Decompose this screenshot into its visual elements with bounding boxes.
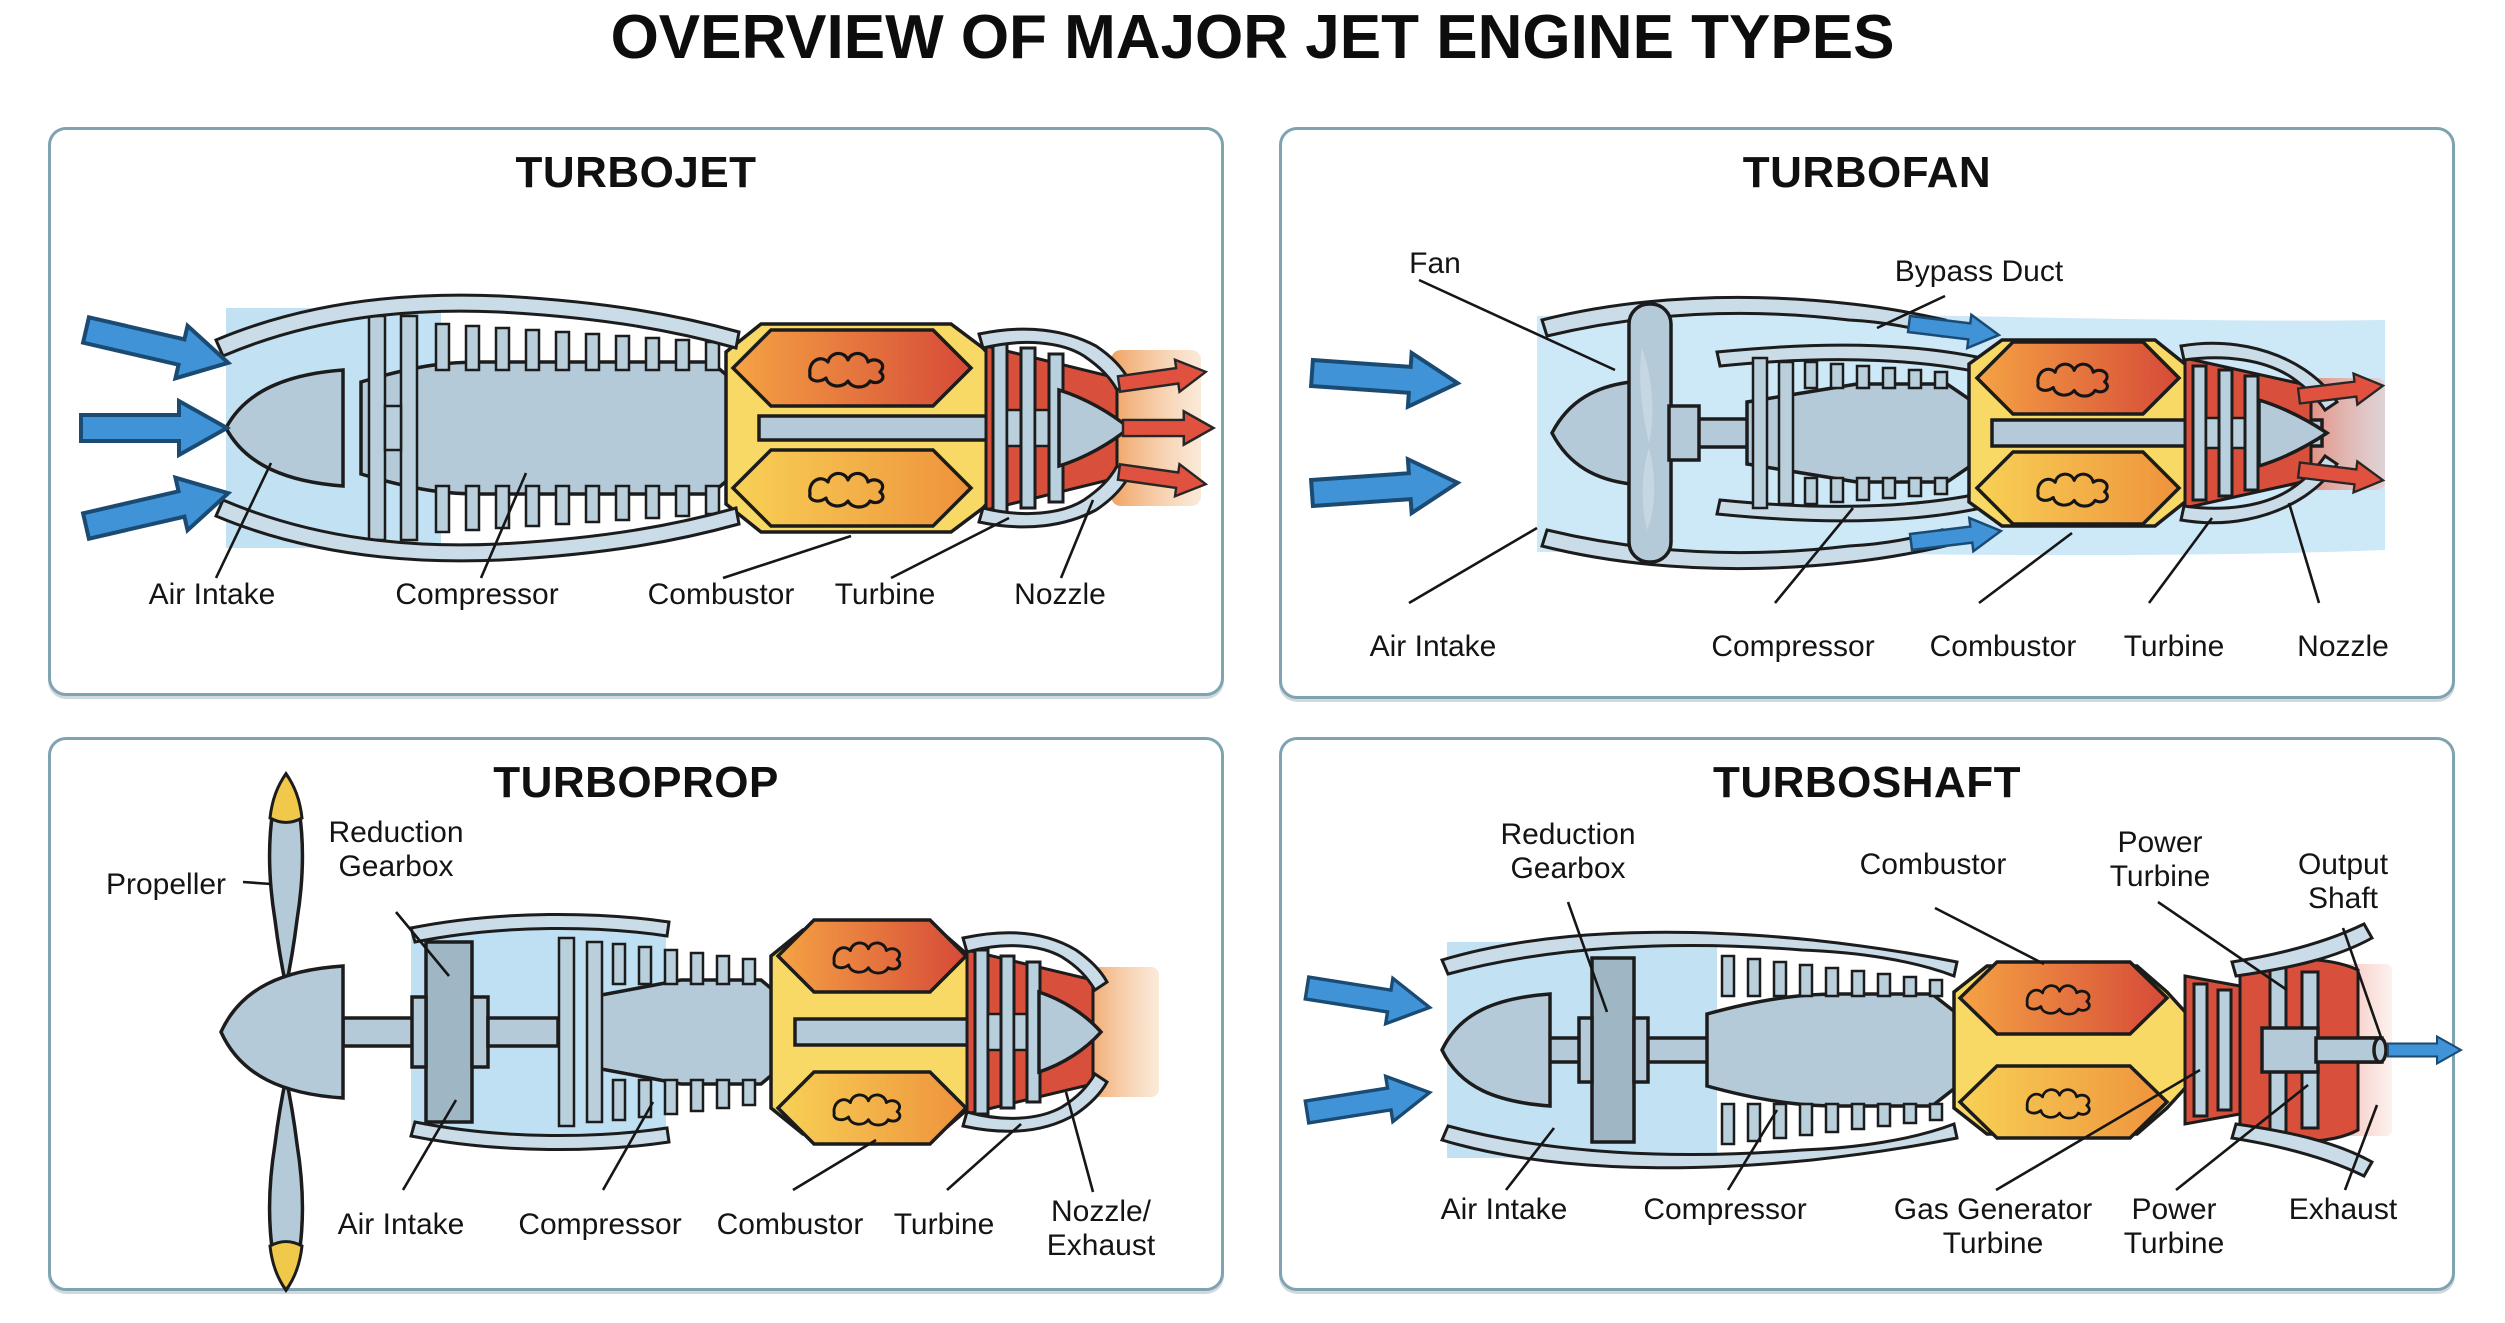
nozzle-section [961, 931, 1109, 1133]
turboprop-panel: TURBOPROP [48, 737, 1224, 1294]
flame-icon [2025, 1088, 2091, 1120]
turboshaft-label-exhaust: Exhaust [2288, 1193, 2398, 1226]
turbine-section [984, 340, 1119, 516]
flame-icon [2025, 984, 2091, 1016]
turbine-section [965, 948, 1095, 1116]
turboshaft-diagram [1301, 900, 2462, 1192]
flame-icon [808, 471, 885, 509]
leader-lines [1504, 900, 2384, 1192]
turbofan-title: TURBOFAN [1742, 148, 1992, 197]
compressor-section [557, 936, 799, 1128]
airflow-arrows [77, 301, 237, 555]
intake-arrow-icon [77, 464, 237, 555]
turboshaft-label-power-turbine-bottom: Power Turbine [2123, 1193, 2225, 1261]
spinner-cone [224, 368, 345, 488]
turbofan-label-air-intake: Air Intake [1369, 630, 1497, 663]
turboshaft-label-reduction-gearbox: Reduction Gearbox [1500, 818, 1636, 886]
turbofan-panel: TURBOFAN [1279, 127, 2455, 699]
exhaust-plume [2289, 378, 2385, 490]
leader-lines [1408, 278, 2321, 605]
turbofan-diagram [1308, 278, 2387, 605]
nozzle-section [2179, 341, 2340, 525]
turbojet-label-turbine: Turbine [834, 578, 936, 611]
compressor-section [1705, 954, 1980, 1146]
turbojet-label-combustor: Combustor [647, 578, 795, 611]
exhaust-arrows [1115, 354, 1215, 502]
turbojet-title: TURBOJET [515, 148, 757, 197]
fan-section [1627, 302, 1701, 564]
intake-arrow-icon [1308, 453, 1462, 522]
turboprop-label-compressor: Compressor [518, 1208, 682, 1241]
exhaust-cowl [2230, 922, 2375, 1178]
flame-icon [808, 351, 885, 389]
turboprop-diagram [219, 770, 1159, 1294]
turboshaft-title: TURBOSHAFT [1712, 758, 2022, 807]
turboshaft-label-power-turbine-top: Power Turbine [2109, 826, 2211, 894]
intake-arrow-icon [79, 399, 229, 457]
flame-icon [832, 941, 902, 975]
turbofan-label-fan: Fan [1409, 247, 1461, 280]
turboshaft-label-gas-generator-turbine: Gas Generator Turbine [1893, 1193, 2093, 1261]
turboshaft-label-air-intake: Air Intake [1440, 1193, 1568, 1226]
intake-arrow-icon [1308, 344, 1462, 413]
airflow-arrows [1301, 963, 1435, 1137]
turboshaft-label-output-shaft: Output Shaft [2297, 848, 2389, 916]
turbofan-label-turbine: Turbine [2123, 630, 2225, 663]
flame-icon [2036, 362, 2109, 398]
turboprop-label-nozzle-exhaust: Nozzle/ Exhaust [1046, 1195, 1156, 1263]
turbofan-label-compressor: Compressor [1711, 630, 1875, 663]
turbojet-label-air-intake: Air Intake [148, 578, 276, 611]
airflow-arrows [1308, 344, 1462, 522]
turboprop-label-turbine: Turbine [893, 1208, 995, 1241]
nacelle-lower-cowl [409, 1120, 671, 1152]
flame-icon [832, 1093, 902, 1127]
intake-arrow-icon [1301, 1068, 1435, 1137]
turboshaft-label-compressor: Compressor [1643, 1193, 1807, 1226]
compressor-section [359, 314, 763, 542]
turboprop-label-air-intake: Air Intake [337, 1208, 465, 1241]
reduction-gearbox [410, 940, 560, 1124]
turbofan-label-bypass-duct: Bypass Duct [1894, 255, 2064, 288]
combustor-section [724, 322, 1081, 534]
combustor-section [769, 918, 1073, 1146]
propeller-tip-top [268, 771, 304, 824]
turboshaft-panel: TURBOSHAFT [1279, 737, 2462, 1291]
turboprop-title: TURBOPROP [493, 758, 779, 807]
intake-arrow-icon [1301, 963, 1435, 1032]
spinner-cone [1440, 992, 1552, 1108]
turbojet-diagram [77, 293, 1215, 580]
page-title: OVERVIEW OF MAJOR JET ENGINE TYPES [610, 3, 1895, 72]
turboprop-label-combustor: Combustor [716, 1208, 864, 1241]
leader-lines [242, 880, 1095, 1193]
turboprop-label-propeller: Propeller [105, 868, 227, 901]
intake-arrow-icon [77, 301, 237, 392]
combustor-section [1967, 338, 2324, 528]
exhaust-plume [1083, 967, 1159, 1097]
turbojet-panel: TURBOJET [48, 127, 1224, 696]
turbojet-label-compressor: Compressor [395, 578, 559, 611]
propeller-tip-bottom [268, 1240, 304, 1293]
exhaust-cone [1037, 989, 1104, 1075]
turbojet-label-nozzle: Nozzle [1014, 578, 1106, 611]
flame-icon [2036, 472, 2109, 508]
turboshaft-label-combustor: Combustor [1859, 848, 2007, 881]
combustor-section [1952, 960, 2189, 1140]
gas-generator-turbine-section [2183, 974, 2242, 1126]
nacelle-upper-cowl [1439, 930, 1959, 979]
leader-lines [214, 462, 1095, 580]
nacelle-upper-cowl [409, 912, 671, 944]
output-shaft [2314, 1035, 2462, 1065]
exhaust-cone [2257, 397, 2331, 469]
nacelle-upper-cowl [214, 293, 741, 358]
compressor-section [1715, 343, 2001, 523]
turboprop-label-reduction-gearbox: Reduction Gearbox [328, 816, 464, 884]
turbofan-label-nozzle: Nozzle [2297, 630, 2389, 663]
nacelle-lower-cowl [214, 498, 741, 563]
reduction-gearbox [1577, 956, 1650, 1144]
output-shaft-arrow-icon [2387, 1035, 2462, 1065]
turbine-section [2183, 356, 2313, 510]
turbofan-label-combustor: Combustor [1929, 630, 2077, 663]
nacelle-lower-cowl [1439, 1121, 1959, 1170]
spinner-cone [219, 964, 345, 1100]
